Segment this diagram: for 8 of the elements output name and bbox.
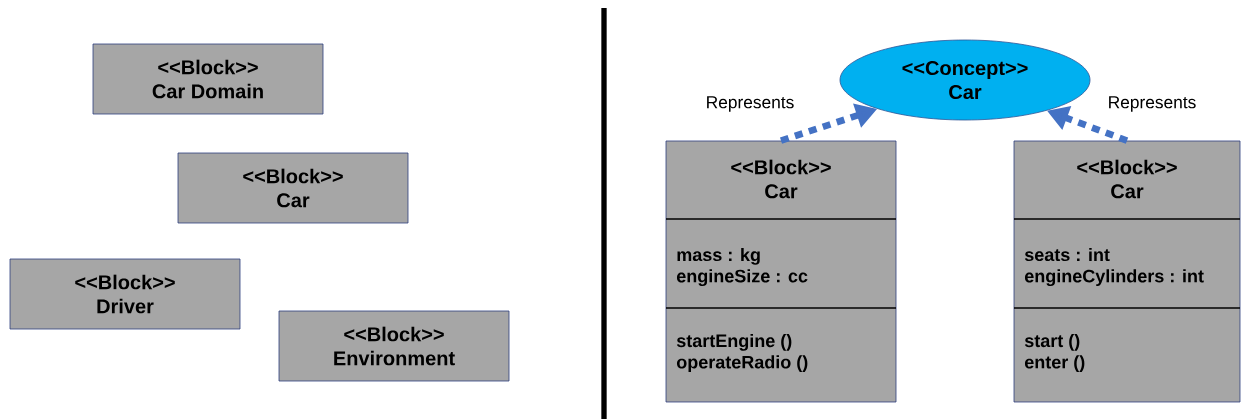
- edge-label: Represents: [1106, 94, 1198, 114]
- edge-label: Represents: [704, 94, 796, 114]
- block-box: <<Block>> Car: [177, 152, 409, 224]
- uml-block: <<Block>> Car seats : int engineCylinders : int start () enter (): [1013, 140, 1241, 403]
- block-box: <<Block>> Environment: [278, 310, 510, 382]
- block-box: <<Block>> Car Domain: [92, 43, 324, 115]
- block-box: <<Block>> Driver: [9, 258, 241, 330]
- uml-block: <<Block>> Car mass : kg engineSize : cc startEngine () operateRadio (): [665, 140, 897, 403]
